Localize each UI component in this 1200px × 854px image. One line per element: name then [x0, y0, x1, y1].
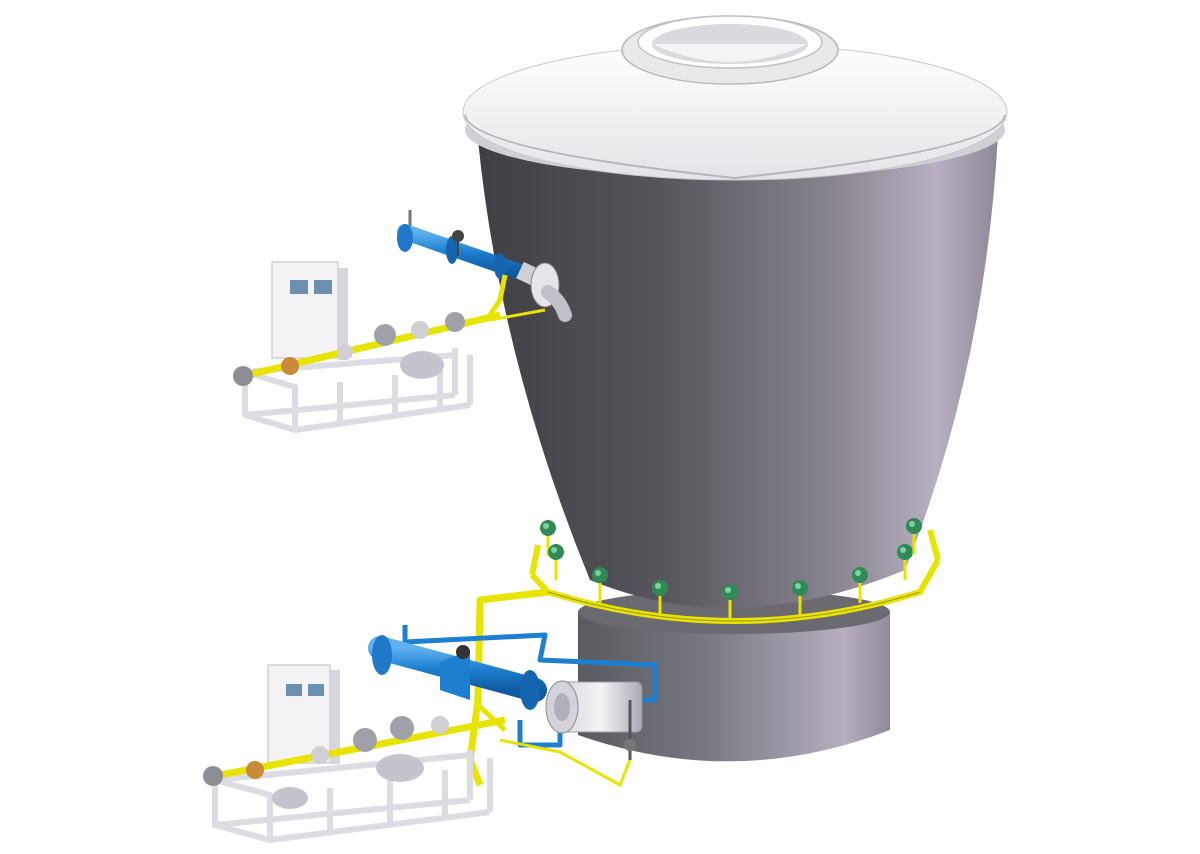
lower-burner	[368, 625, 658, 788]
ring-gas-manifold	[529, 529, 941, 624]
valve-icon	[548, 544, 564, 580]
top-nozzle	[621, 15, 839, 85]
vessel-lid	[462, 43, 1008, 181]
upper-burner	[397, 210, 572, 322]
ring-burner-valves	[540, 518, 922, 620]
valve-icon	[897, 544, 913, 580]
vessel-base	[578, 590, 890, 762]
valve-icon	[852, 567, 868, 603]
upper-gas-train-skid	[233, 261, 546, 433]
valve-icon	[792, 580, 808, 616]
valve-icon	[540, 520, 556, 556]
valve-icon	[722, 584, 738, 620]
gas-riser	[466, 588, 549, 787]
vessel-body	[478, 135, 998, 608]
valve-icon	[592, 567, 608, 603]
valve-icon	[652, 580, 668, 616]
lower-gas-train-skid	[203, 664, 506, 843]
valve-icon	[906, 518, 922, 554]
